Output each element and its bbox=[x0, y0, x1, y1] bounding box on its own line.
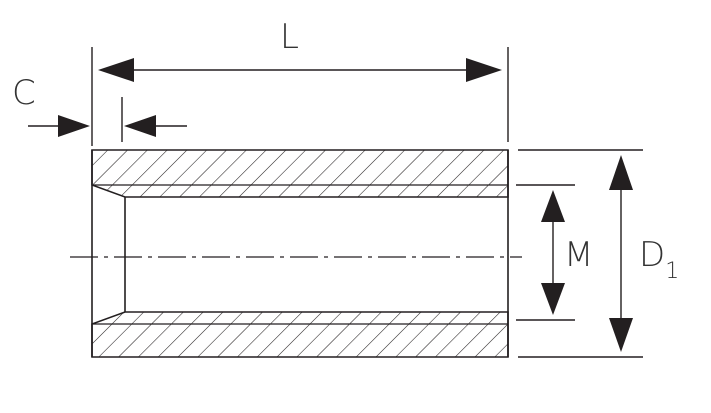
top-wall-section bbox=[91, 149, 509, 198]
label-thread: M bbox=[564, 235, 593, 275]
label-chamfer: C bbox=[12, 73, 36, 113]
label-outer-diameter-main: D bbox=[639, 235, 665, 275]
label-outer-diameter: D1 bbox=[639, 235, 679, 284]
sleeve-outline bbox=[91, 150, 509, 357]
length-dimension bbox=[91, 47, 509, 146]
bottom-wall-section bbox=[91, 311, 509, 358]
label-outer-diameter-subscript: 1 bbox=[665, 259, 679, 284]
outer-diameter-dimension bbox=[518, 149, 643, 358]
label-length: L bbox=[280, 17, 299, 57]
chamfer-dimension bbox=[28, 97, 187, 142]
thread-dimension bbox=[516, 184, 575, 321]
